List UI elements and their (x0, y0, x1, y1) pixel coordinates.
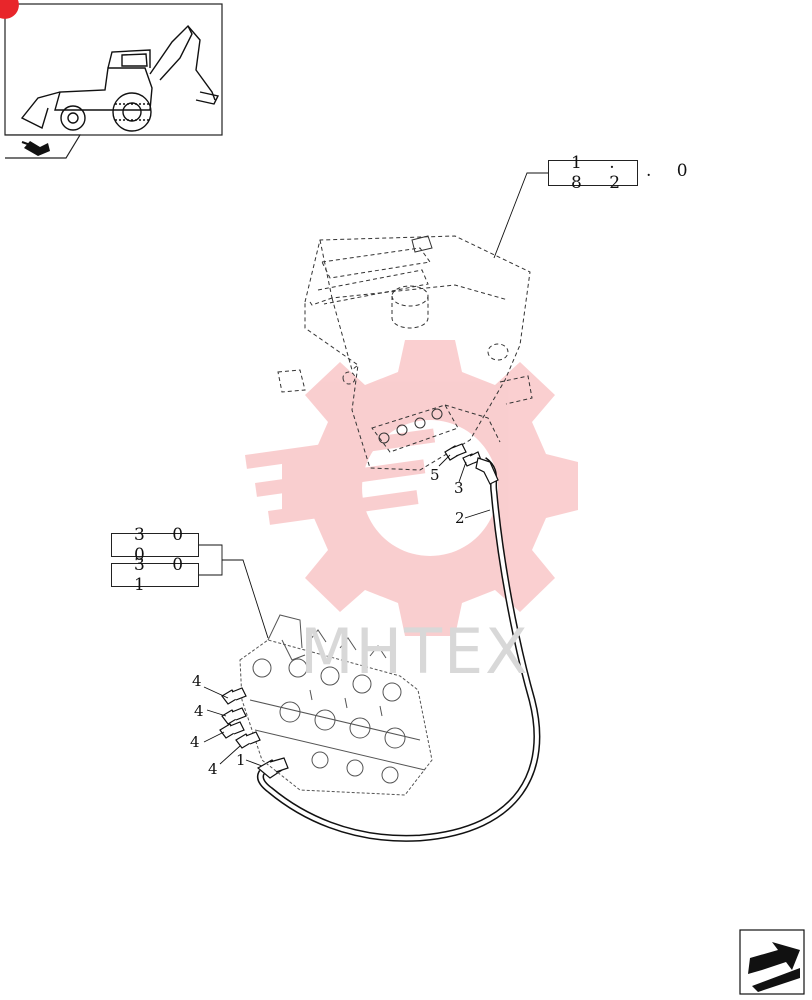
upper-housing-details (378, 235, 443, 444)
callout-1: 1 (236, 751, 246, 769)
callout-3: 3 (454, 479, 464, 497)
watermark-gear-icon (245, 340, 578, 636)
upper-housing-assembly (277, 235, 533, 471)
backhoe-loader-icon (20, 24, 220, 132)
fitting-4-c (219, 721, 245, 739)
callout-2: 2 (455, 509, 465, 527)
reference-box-300[interactable]: 3 0 0 (111, 525, 199, 565)
next-page-arrow-icon[interactable] (739, 929, 805, 995)
fitting-4-group (219, 687, 261, 749)
fitting-4-a (221, 687, 247, 705)
fitting-5 (444, 443, 467, 461)
hydraulic-hose (256, 457, 541, 842)
callout-4-d: 4 (208, 760, 218, 778)
red-corner-badge-icon (0, 0, 19, 19)
reference-box-301[interactable]: 3 0 1 (111, 555, 199, 595)
thumbnail-panel (0, 0, 223, 159)
leader-lines (198, 172, 548, 767)
reference-box-301-label: 3 0 1 (134, 555, 195, 595)
fitting-4-d (235, 731, 261, 749)
fitting-4-b (221, 707, 247, 725)
reference-box-assembly[interactable]: 1 . 8 2 (548, 153, 638, 193)
callout-5: 5 (430, 466, 440, 484)
next-page-arrow-icon[interactable] (21, 141, 50, 156)
reference-box-300-label: 3 0 0 (134, 525, 195, 565)
watermark-text: MHTEX (300, 615, 530, 688)
callout-4-a: 4 (192, 672, 202, 690)
control-valve-block (239, 614, 433, 796)
reference-suffix: . 0 (646, 161, 698, 181)
reference-box-assembly-label: 1 . 8 2 (571, 153, 632, 193)
callout-4-b: 4 (194, 702, 204, 720)
callout-4-c: 4 (190, 733, 200, 751)
